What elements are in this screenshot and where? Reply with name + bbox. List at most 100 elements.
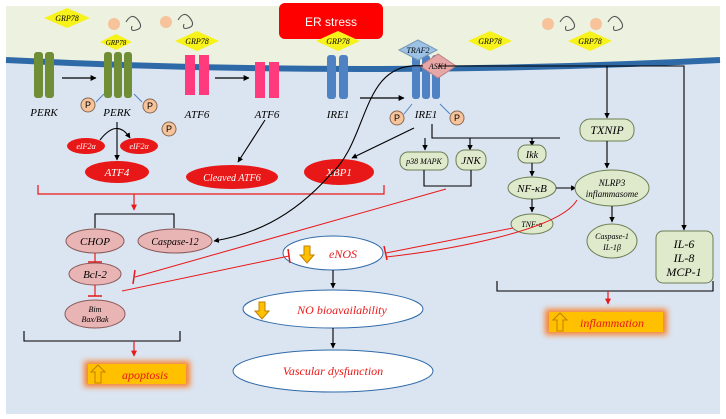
inflammation-bracket: [496, 281, 714, 292]
nfkb-node: NF-κB: [507, 176, 557, 200]
caspase-12-node: Caspase-12: [137, 228, 213, 254]
p38-mapk-node: p38 MAPK: [399, 151, 449, 171]
xbp1-node: [304, 159, 374, 185]
caspase1-il1b-node: Caspase-1 IL-1β: [586, 223, 638, 259]
atf6-label: ATF6: [184, 109, 210, 121]
phospho-marker: P: [80, 97, 96, 113]
inhibition-line: [134, 188, 447, 278]
svg-text:NF-κB: NF-κB: [516, 183, 547, 195]
er-stress-label: ER stress: [305, 15, 357, 29]
traf2-adaptor: TRAF2: [397, 39, 439, 61]
svg-text:eNOS: eNOS: [329, 247, 357, 261]
grp78-diamond: GRP78: [100, 34, 132, 50]
svg-text:GRP78: GRP78: [106, 39, 127, 47]
svg-text:IL-6: IL-6: [673, 237, 695, 251]
svg-text:P: P: [147, 101, 153, 111]
svg-text:P: P: [85, 100, 91, 110]
unfolded-protein-icon: [108, 13, 624, 32]
svg-text:Bim: Bim: [89, 305, 102, 314]
svg-text:CHOP: CHOP: [80, 236, 110, 248]
phospho-marker: P: [161, 121, 177, 137]
ikk-node: Ikk: [517, 144, 547, 164]
atf6-receptor-active: [255, 62, 279, 98]
cytokines-node: IL-6 IL-8 MCP-1: [655, 230, 714, 284]
svg-text:JNK: JNK: [461, 155, 481, 167]
grp78-diamond: GRP78: [568, 31, 612, 51]
inhibition-line: [121, 255, 290, 292]
apoptosis-bracket: [23, 331, 181, 342]
apoptosis-outcome: [88, 364, 186, 384]
svg-text:NO bioavailability: NO bioavailability: [296, 303, 387, 317]
er-stress-banner: [279, 3, 383, 39]
inflammation-outcome: [549, 312, 663, 332]
svg-text:p38 MAPK: p38 MAPK: [405, 157, 442, 166]
svg-text:P: P: [394, 113, 400, 123]
bim-bax-bak-node: Bim Bax/Bak: [64, 299, 126, 329]
svg-text:Ikk: Ikk: [525, 150, 539, 161]
eif2a-label: eIF2α: [129, 142, 149, 151]
perk-label: PERK: [29, 107, 58, 119]
grp78-diamond: GRP78: [175, 31, 219, 51]
svg-text:ASK1: ASK1: [428, 62, 447, 71]
up-arrow-icon: [551, 312, 569, 332]
svg-text:TRAF2: TRAF2: [406, 46, 429, 55]
svg-text:P: P: [166, 124, 172, 134]
svg-text:GRP78: GRP78: [326, 37, 350, 46]
atf6-receptor-inactive: [185, 55, 209, 95]
atf4-label: ATF4: [104, 167, 130, 179]
grp78-diamond: GRP78: [316, 31, 360, 51]
chop-node: CHOP: [65, 228, 125, 254]
svg-text:GRP78: GRP78: [185, 37, 209, 46]
perk-label: PERK: [102, 107, 131, 119]
enos-node: eNOS: [282, 235, 384, 271]
no-bioavailability-node: NO bioavailability: [242, 289, 424, 329]
grp78-diamond: GRP78: [44, 8, 90, 28]
phospho-marker: P: [389, 110, 405, 126]
svg-text:Caspase-1: Caspase-1: [595, 232, 629, 241]
grp78-diamond: GRP78: [468, 31, 512, 51]
ire1-receptor-inactive: [327, 55, 348, 99]
apoptosis-label: apoptosis: [122, 368, 168, 382]
cleaved-atf6-label: Cleaved ATF6: [203, 173, 261, 184]
perk-receptor-active: [104, 52, 132, 98]
svg-text:MCP-1: MCP-1: [665, 265, 701, 279]
svg-text:GRP78: GRP78: [578, 37, 602, 46]
svg-text:Caspase-12: Caspase-12: [151, 237, 198, 248]
eif2a-label: eIF2α: [76, 142, 96, 151]
svg-text:P: P: [454, 113, 460, 123]
inflammation-label: inflammation: [580, 316, 644, 330]
svg-text:Bcl-2: Bcl-2: [83, 269, 107, 281]
phospho-marker: P: [142, 98, 158, 114]
svg-text:IL-1β: IL-1β: [602, 243, 621, 252]
inhibition-line: [385, 227, 514, 254]
cleaved-atf6-node: [186, 165, 278, 189]
eif2a-node: [120, 138, 158, 154]
svg-text:GRP78: GRP78: [478, 37, 502, 46]
upr-bracket: [37, 185, 385, 195]
nlrp3-inflammasome-node: NLRP3 inflammasome: [574, 169, 650, 207]
xbp1-label: XBP1: [325, 167, 352, 179]
svg-text:GRP78: GRP78: [55, 14, 79, 23]
svg-text:TXNIP: TXNIP: [590, 123, 624, 137]
ire1-label: IRE1: [326, 109, 350, 121]
svg-text:inflammasome: inflammasome: [586, 189, 639, 199]
up-arrow-icon: [89, 364, 107, 384]
svg-text:IL-8: IL-8: [673, 251, 695, 265]
ire1-label: IRE1: [414, 109, 438, 121]
bcl2-node: Bcl-2: [68, 262, 122, 286]
eif2a-node: [67, 138, 105, 154]
inhibition-line: [385, 199, 578, 258]
vascular-dysfunction-node: Vascular dysfunction: [232, 349, 434, 393]
svg-text:Vascular dysfunction: Vascular dysfunction: [283, 364, 383, 378]
atf6-label: ATF6: [254, 109, 280, 121]
phospho-marker: P: [449, 110, 465, 126]
atf4-node: [85, 161, 149, 183]
perk-receptor-inactive: [34, 52, 54, 98]
svg-text:NLRP3: NLRP3: [598, 178, 626, 188]
txnip-node: TXNIP: [579, 118, 635, 142]
jnk-node: JNK: [455, 149, 487, 171]
svg-text:TNF-α: TNF-α: [521, 220, 543, 229]
tnfa-node: TNF-α: [510, 213, 554, 235]
